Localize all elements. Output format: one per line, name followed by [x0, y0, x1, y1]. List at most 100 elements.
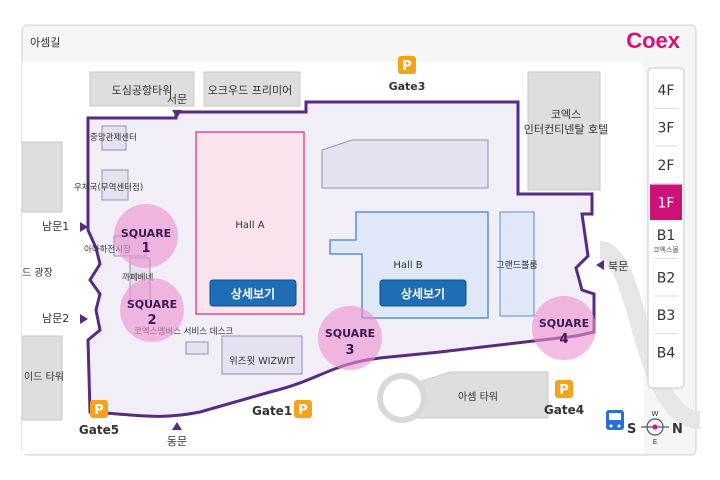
compass-north: N — [672, 422, 683, 437]
svg-text:도심공항타워: 도심공항타워 — [112, 84, 173, 97]
gate1[interactable]: Gate1 P — [252, 400, 312, 418]
floor-button-b2[interactable]: B2 — [650, 259, 682, 297]
floor-label: B1 — [657, 228, 676, 244]
building-dosim: 도심공항타워 — [89, 71, 195, 107]
svg-text:드 광장: 드 광장 — [22, 267, 53, 279]
svg-text:Gate3: Gate3 — [389, 80, 426, 93]
floor-label: 4F — [658, 83, 675, 99]
svg-text:P: P — [298, 403, 308, 418]
svg-text:아마하전시장: 아마하전시장 — [84, 244, 131, 255]
compass: S N W E — [627, 410, 683, 446]
arrow-down-icon — [172, 110, 182, 118]
facility-post-office: 우체국(무역센터점) — [74, 169, 143, 201]
arrow-right-icon — [80, 222, 88, 232]
svg-text:오크우드 프리미어: 오크우드 프리미어 — [208, 84, 292, 97]
building-left: 드 광장 이드 타워 — [21, 141, 64, 421]
svg-text:P: P — [402, 59, 412, 74]
svg-text:코엑스: 코엑스 — [551, 108, 581, 121]
square-3[interactable]: SQUARE 3 — [318, 306, 382, 370]
facility-control-center: 중앙관제센터 — [90, 125, 137, 151]
arrow-right-icon — [80, 314, 88, 324]
floor-button-2f[interactable]: 2F — [650, 147, 682, 184]
svg-text:그랜드볼룸: 그랜드볼룸 — [496, 260, 537, 271]
entrance-north[interactable]: 북문 — [596, 260, 628, 273]
svg-text:아셈 타워: 아셈 타워 — [458, 390, 498, 403]
svg-text:Gate4: Gate4 — [544, 403, 584, 417]
parking-icon — [90, 400, 108, 418]
svg-text:3: 3 — [345, 343, 354, 358]
entrance-south1[interactable]: 남문1 — [42, 220, 88, 233]
svg-text:1: 1 — [141, 241, 150, 256]
building-oakwood: 오크우드 프리미어 — [203, 71, 301, 107]
floor-button-4f[interactable]: 4F — [650, 72, 682, 109]
floor-button-1f[interactable]: 1F — [650, 184, 682, 222]
svg-text:2: 2 — [147, 313, 156, 328]
svg-text:이드 타워: 이드 타워 — [24, 370, 64, 383]
roundabout — [377, 373, 427, 423]
floor-label: 3F — [658, 121, 675, 137]
floor-label: 2F — [658, 158, 675, 174]
svg-text:P: P — [559, 383, 569, 398]
hall-b-label: Hall B — [393, 260, 422, 271]
bus-icon — [606, 410, 624, 430]
compass-west: W — [652, 410, 659, 418]
svg-text:인터컨티넨탈 호텔: 인터컨티넨탈 호텔 — [524, 123, 608, 136]
entrance-west[interactable]: 서문 — [167, 93, 187, 118]
square-2[interactable]: SQUARE 2 — [120, 278, 184, 342]
parking-icon — [555, 380, 573, 398]
building-coex-hotel: 코엑스 인터컨티넨탈 호텔 — [524, 71, 608, 191]
arrow-up-icon — [172, 422, 182, 430]
facility-service-desk: 코엑스멤버스 서비스 데스크 — [134, 326, 233, 355]
facility-upper-block — [321, 139, 489, 189]
arrow-left-icon — [596, 260, 604, 270]
svg-text:남문1: 남문1 — [42, 220, 69, 233]
floor-label: B2 — [657, 271, 676, 287]
building-asem-tower: 아셈 타워 — [409, 371, 549, 419]
svg-text:남문2: 남문2 — [42, 312, 69, 325]
compass-south: S — [627, 422, 636, 437]
hall-a-label: Hall A — [235, 220, 264, 231]
svg-text:코엑스멤버스 서비스 데스크: 코엑스멤버스 서비스 데스크 — [134, 326, 233, 337]
svg-text:SQUARE: SQUARE — [121, 227, 171, 240]
floor-label: B4 — [657, 346, 676, 362]
svg-text:위즈윗 WIZWIT: 위즈윗 WIZWIT — [229, 355, 295, 367]
square-4[interactable]: SQUARE 4 — [532, 296, 596, 360]
floor-button-3f[interactable]: 3F — [650, 109, 682, 147]
svg-text:까페베네: 까페베네 — [122, 272, 153, 283]
brand-logo[interactable]: Coex — [626, 28, 681, 53]
entrance-south2[interactable]: 남문2 — [42, 312, 88, 325]
floor-button-b4[interactable]: B4 — [650, 334, 682, 371]
svg-text:Gate5: Gate5 — [79, 423, 119, 437]
floor-button-b3[interactable]: B3 — [650, 297, 682, 334]
parking-icon — [398, 56, 416, 74]
floor-label: B3 — [657, 308, 676, 324]
facility-wizwit: 위즈윗 WIZWIT — [221, 335, 303, 375]
facility-grand-ballroom: 그랜드볼룸 — [496, 211, 538, 317]
gate5[interactable]: P Gate5 — [79, 400, 119, 437]
floor-sub-label: 코엑스몰 — [653, 245, 679, 254]
svg-text:4: 4 — [559, 332, 568, 347]
square-1[interactable]: SQUARE 1 — [114, 204, 178, 268]
svg-text:상세보기: 상세보기 — [401, 286, 445, 301]
parking-icon — [294, 400, 312, 418]
hall-b-detail-button[interactable]: 상세보기 — [379, 279, 467, 307]
svg-text:SQUARE: SQUARE — [539, 317, 589, 330]
floor-label: 1F — [658, 196, 675, 212]
svg-text:SQUARE: SQUARE — [325, 327, 375, 340]
svg-text:동문: 동문 — [167, 435, 187, 448]
compass-east: E — [653, 438, 657, 446]
svg-text:서문: 서문 — [167, 93, 187, 106]
svg-text:Gate1: Gate1 — [252, 404, 292, 418]
gate4[interactable]: P Gate4 — [544, 380, 584, 417]
entrance-east[interactable]: 동문 — [167, 422, 187, 448]
svg-text:북문: 북문 — [608, 260, 628, 273]
svg-text:SQUARE: SQUARE — [127, 298, 177, 311]
street-label: 아셈길 — [30, 36, 60, 49]
gate3[interactable]: P Gate3 — [389, 56, 426, 93]
svg-text:P: P — [94, 403, 104, 418]
svg-text:상세보기: 상세보기 — [231, 286, 275, 301]
hall-a-detail-button[interactable]: 상세보기 — [209, 279, 297, 307]
svg-text:우체국(무역센터점): 우체국(무역센터점) — [74, 182, 143, 193]
